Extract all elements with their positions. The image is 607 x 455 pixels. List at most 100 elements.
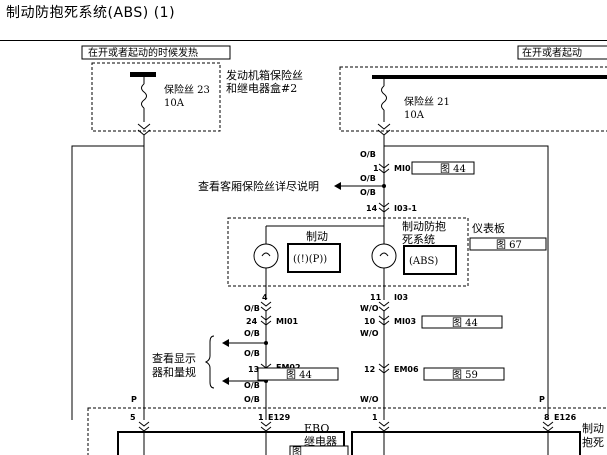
pin-1: 1: [372, 413, 378, 422]
busbar-left: [130, 72, 156, 77]
ref-59[interactable]: 图 59: [452, 369, 478, 381]
abs-lamp-icon: [371, 243, 397, 269]
wire-color-label: O/B: [360, 188, 376, 197]
power-box-right: [517, 45, 607, 60]
brake-symbol: ((!)(P)): [293, 254, 327, 265]
arrow-icon: [222, 377, 229, 385]
pin-5: 5: [130, 413, 136, 422]
ref-box[interactable]: [421, 315, 503, 329]
connector-chevron: [138, 421, 150, 432]
fuse-box-left-enclosure: [91, 62, 221, 132]
power-box-left-label: 在开或者起动的时候发热: [88, 46, 198, 59]
ref-67[interactable]: 图 67: [496, 239, 522, 251]
wire-color-label: W/O: [360, 304, 379, 313]
instrument-cluster-box: [227, 217, 469, 287]
wire-color-label: O/B: [244, 349, 260, 358]
fuse-left-name: 保险丝 23: [164, 83, 210, 96]
ref-44-b[interactable]: 图 44: [452, 317, 478, 329]
relay-label-line2: 继电器: [304, 435, 337, 448]
arrow-icon: [334, 182, 341, 190]
mi03-pin: 10: [364, 317, 376, 326]
ref-box[interactable]: [423, 367, 505, 381]
connector-chevron: [378, 163, 390, 174]
abs-symbol-box: [403, 245, 457, 275]
fuse-right-name: 保险丝 21: [404, 95, 450, 108]
wire-color-label: W/O: [360, 329, 379, 338]
see-display-note-line2[interactable]: 器和量规: [152, 365, 196, 379]
junction-dot: [382, 184, 386, 188]
power-box-left: [81, 45, 231, 60]
ref-fig[interactable]: 图: [292, 446, 302, 455]
wire-color-label: O/B: [244, 395, 260, 404]
power-box-right-label: 在开或者起动: [522, 47, 582, 59]
em06-label: EM06: [394, 365, 419, 374]
connector-chevron: [378, 421, 390, 432]
connector-chevron: [260, 301, 272, 312]
wire-color-label: W/O: [360, 395, 379, 404]
relay-label-line1: EBO: [304, 422, 329, 435]
wire-color-label: O/B: [244, 329, 260, 338]
brake-lamp-icon: [253, 243, 279, 269]
i03-1-pin: 14: [366, 204, 378, 213]
e126-label: E126: [554, 413, 577, 422]
wire-color-label: P: [539, 395, 545, 404]
abs-symbol: (ABS): [409, 256, 438, 267]
mi01-label: MI01: [276, 317, 299, 326]
ref-44-c[interactable]: 图 44: [286, 369, 312, 381]
connector-chevron: [378, 301, 390, 312]
e129-pin: 1: [258, 413, 264, 422]
e126-pin: 8: [544, 413, 550, 422]
connector-chevron: [260, 315, 272, 326]
mi0-pin: 1: [373, 164, 379, 173]
wire-right-outer: [383, 135, 549, 420]
junction-dot: [264, 341, 268, 345]
fuse-box-label-line1: 发动机箱保险丝: [226, 68, 303, 82]
abs-lamp-label-line1: 制动防抱: [402, 219, 446, 233]
mi01-pin: 24: [246, 317, 258, 326]
bulb-filament: [379, 252, 389, 257]
mi03-label: MI03: [394, 317, 416, 326]
em02-pin: 13: [248, 365, 259, 374]
cluster-label: 仪表板: [472, 221, 505, 235]
connector-chevron: [378, 315, 390, 326]
brake-symbol-box: [287, 243, 341, 273]
wire-color-label: O/B: [244, 381, 260, 390]
module-inner-right: [351, 431, 581, 455]
left-pin-4: 4: [262, 293, 268, 302]
connector-chevron: [377, 123, 391, 136]
connector-chevron: [137, 123, 151, 136]
ref-box[interactable]: [257, 367, 339, 381]
connector-chevron: [378, 363, 390, 374]
fuse-left-rating: 10A: [164, 98, 185, 109]
fuse-left-symbol: [141, 83, 147, 109]
wire-color-label: O/B: [360, 150, 376, 159]
brake-lamp-label: 制动: [306, 230, 328, 243]
see-display-note-line1[interactable]: 查看显示: [152, 351, 196, 365]
em06-pin: 12: [364, 365, 375, 374]
e129-label: E129: [268, 413, 291, 422]
see-fuse-note[interactable]: 查看客厢保险丝详尽说明: [198, 179, 319, 193]
ref-44-a[interactable]: 图 44: [440, 163, 466, 175]
wire-color-label: O/B: [244, 304, 260, 313]
title-divider: [0, 40, 607, 41]
fuse-right-symbol: [381, 85, 387, 111]
connector-chevron: [260, 421, 272, 432]
abs-lamp-label-line2: 死系统: [402, 233, 435, 246]
wire-color-label: O/B: [360, 174, 376, 183]
busbar-right: [372, 75, 607, 79]
wire-color-label: P: [131, 395, 137, 404]
ref-box[interactable]: [411, 161, 475, 175]
fuse-right-rating: 10A: [404, 110, 425, 121]
i03-pin: 11: [370, 293, 382, 302]
ref-box[interactable]: [469, 237, 547, 251]
wire-left-outer: [71, 135, 145, 420]
i03-1-label: I03-1: [394, 204, 417, 213]
right-partial-line1: 制动: [582, 422, 604, 435]
brace: [204, 335, 215, 389]
arrow-icon: [222, 339, 229, 347]
ebcm-module-box: [87, 407, 607, 455]
connector-chevron: [378, 202, 390, 213]
ref-box[interactable]: [289, 445, 349, 455]
fuse-box-label-line2: 和继电器盒#2: [226, 81, 297, 95]
